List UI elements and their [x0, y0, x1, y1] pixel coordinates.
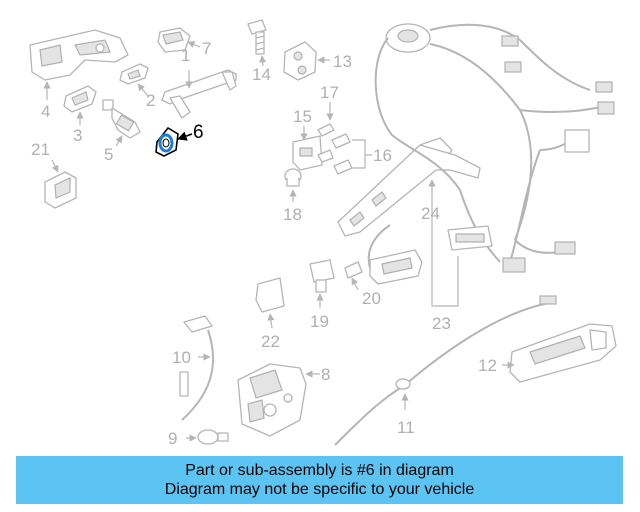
part-20-control-unit — [344, 224, 423, 291]
callout-21: 21 — [31, 140, 50, 159]
part-17-bolt — [317, 102, 335, 137]
part-5-lock-cylinder — [102, 99, 141, 147]
part-9-push-pin — [186, 429, 229, 445]
callout-17: 17 — [320, 83, 339, 102]
callout-5: 5 — [104, 145, 113, 164]
part-21-bracket — [44, 159, 77, 209]
part-14-screw — [247, 19, 267, 67]
part-4-handle-carrier — [29, 29, 129, 100]
part-12-inside-handle — [502, 323, 617, 383]
part-10-rod — [179, 315, 214, 421]
part-3-seal — [63, 85, 97, 125]
part-13-striker — [283, 41, 330, 81]
callout-16: 16 — [373, 146, 392, 165]
part-6-highlighted — [155, 126, 193, 157]
part-15-hinge — [292, 126, 323, 171]
info-banner: Part or sub-assembly is #6 in diagram Di… — [16, 456, 623, 504]
banner-line-1: Part or sub-assembly is #6 in diagram — [185, 462, 454, 479]
callout-12: 12 — [478, 356, 497, 375]
callout-10: 10 — [172, 348, 191, 367]
callout-19: 19 — [310, 312, 329, 331]
part-22-cap — [255, 277, 285, 329]
wiring-harness — [374, 23, 615, 273]
callout-13: 13 — [333, 52, 352, 71]
part-8-latch — [237, 363, 320, 437]
callout-15: 15 — [293, 107, 312, 126]
callout-3: 3 — [73, 126, 82, 145]
part-18-bumper — [284, 168, 302, 202]
part-7-cap — [157, 27, 201, 53]
callout-11: 11 — [397, 418, 415, 437]
callout-7: 7 — [202, 39, 211, 58]
part-11-cable — [334, 295, 557, 446]
callout-9: 9 — [168, 429, 177, 448]
callout-18: 18 — [283, 205, 302, 224]
banner-line-2: Diagram may not be specific to your vehi… — [164, 481, 475, 498]
part-2-gasket — [119, 63, 149, 97]
callout-1: 1 — [181, 46, 190, 65]
part-19-pin — [309, 259, 335, 308]
callout-20: 20 — [362, 289, 381, 308]
callout-6: 6 — [193, 122, 204, 143]
callout-23: 23 — [432, 314, 451, 333]
callout-8: 8 — [321, 365, 330, 384]
callout-4: 4 — [41, 102, 50, 121]
part-23-connector — [431, 200, 493, 307]
callout-22: 22 — [261, 332, 280, 351]
callout-14: 14 — [252, 65, 271, 84]
part-16-bolts — [317, 133, 372, 175]
part-1-outside-handle — [161, 69, 237, 119]
callout-24: 24 — [421, 204, 440, 223]
parts-diagram: 1 2 3 4 5 6 7 8 9 10 11 12 13 14 15 16 1… — [29, 19, 617, 448]
callout-2: 2 — [146, 91, 155, 110]
part-24-harness-channel — [337, 137, 481, 237]
